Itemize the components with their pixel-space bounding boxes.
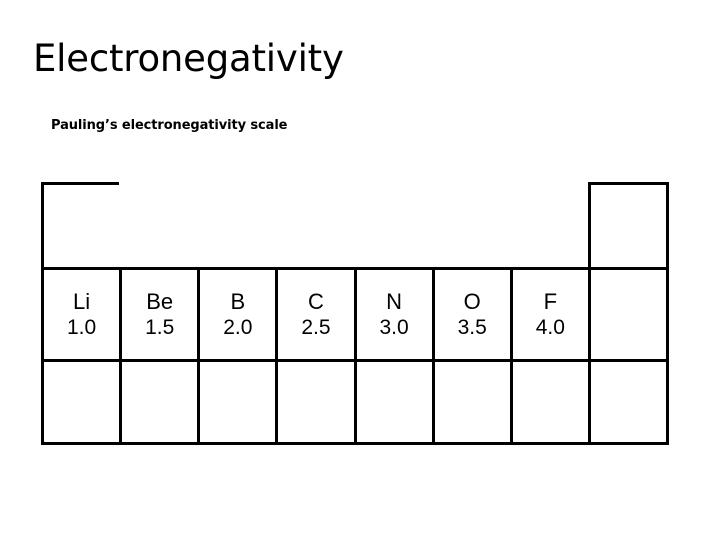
element-symbol: Be [146, 289, 174, 315]
empty-cell [119, 359, 201, 445]
empty-cell [41, 182, 123, 270]
table-row [41, 182, 690, 270]
empty-cell [41, 359, 123, 445]
electronegativity-value: 3.0 [379, 315, 409, 339]
table-row [41, 359, 690, 445]
element-symbol: O [463, 289, 481, 315]
electronegativity-value: 2.0 [223, 315, 253, 339]
empty-cell [197, 359, 279, 445]
spacer-cell [197, 182, 279, 270]
element-symbol: C [307, 289, 324, 315]
empty-cell [275, 359, 357, 445]
spacer-cell [509, 182, 591, 270]
empty-cell [587, 267, 669, 362]
page-title: Electronegativity [33, 37, 344, 80]
electronegativity-value: 1.0 [66, 315, 97, 339]
electronegativity-value: 1.5 [145, 315, 175, 339]
spacer-cell [119, 182, 201, 270]
element-symbol: B [230, 289, 246, 315]
element-symbol: N [386, 289, 402, 315]
spacer-cell [275, 182, 357, 270]
empty-cell [587, 359, 669, 445]
page-subtitle: Pauling’s electronegativity scale [51, 118, 288, 133]
empty-cell [353, 359, 435, 445]
empty-cell [509, 359, 591, 445]
spacer-cell [353, 182, 435, 270]
element-symbol: Li [73, 289, 91, 315]
element-symbol: F [543, 289, 558, 315]
spacer-cell [431, 182, 513, 270]
electronegativity-value: 4.0 [535, 315, 565, 339]
empty-cell [431, 359, 513, 445]
electronegativity-value: 2.5 [301, 315, 331, 339]
empty-cell [587, 182, 669, 270]
electronegativity-value: 3.5 [457, 315, 487, 339]
